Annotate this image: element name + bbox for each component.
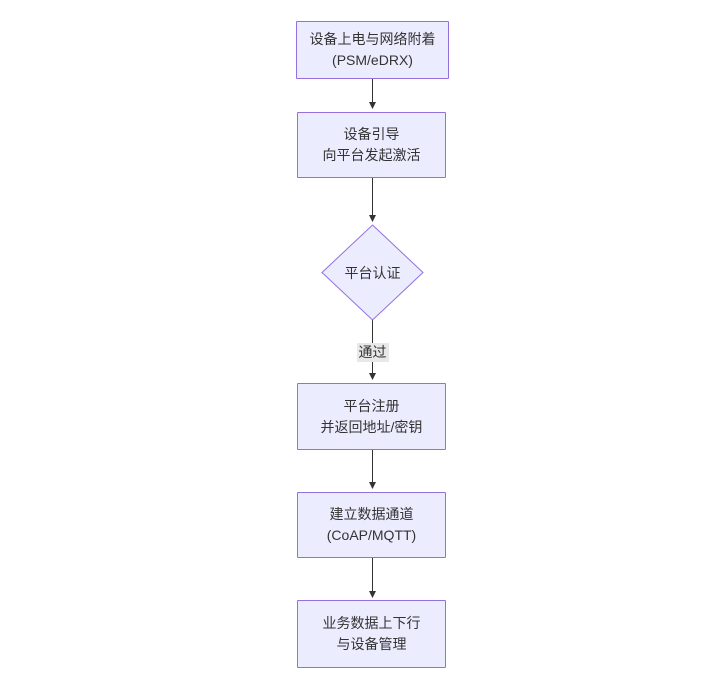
node-line: 建立数据通道: [329, 506, 414, 522]
node-line: 设备上电与网络附着: [309, 31, 436, 47]
node-line: 设备引导: [343, 126, 400, 142]
edge-pass-label: 通过: [356, 343, 389, 362]
node-line: 与设备管理: [336, 636, 407, 652]
node-business-data: 业务数据上下行 与设备管理: [297, 600, 446, 668]
node-line: 业务数据上下行: [322, 615, 421, 631]
node-platform-auth-label: 平台认证: [344, 264, 401, 281]
node-line: (PSM/eDRX): [332, 52, 413, 68]
node-line: 并返回地址/密钥: [320, 418, 423, 435]
node-line: 平台注册: [343, 397, 400, 414]
node-power-attach: 设备上电与网络附着 (PSM/eDRX): [296, 21, 449, 79]
node-platform-register: 平台注册 并返回地址/密钥: [297, 383, 446, 450]
node-line: 向平台发起激活: [322, 147, 421, 163]
decision-diamond: [321, 224, 424, 321]
node-line: (CoAP/MQTT): [326, 527, 417, 543]
node-bootstrap: 设备引导 向平台发起激活: [297, 112, 446, 178]
node-data-channel: 建立数据通道 (CoAP/MQTT): [297, 492, 446, 558]
